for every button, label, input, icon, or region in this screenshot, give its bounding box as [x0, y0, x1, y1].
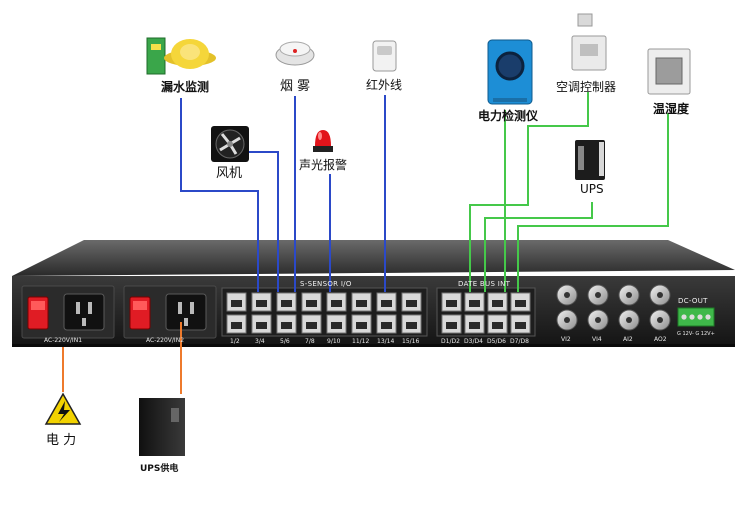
ups-label: UPS: [580, 182, 604, 196]
sensor-port-label: 5/6: [280, 338, 290, 345]
sensor-header-label: S-SENSOR I/O: [300, 280, 352, 288]
sensor-port-label: 1/2: [230, 338, 240, 345]
dc-out-label: DC-OUT: [678, 297, 708, 305]
dc-terminals-label: G 12V- G 12V+: [677, 331, 715, 337]
power-meter-icon: [487, 39, 533, 105]
bus-port-label: D7/D8: [510, 338, 529, 345]
wire-water-leak: [180, 98, 259, 292]
wire-ups-bus: [484, 202, 593, 292]
wire-fan: [249, 151, 279, 292]
high-voltage-icon: [44, 392, 82, 425]
power-socket-1[interactable]: [63, 293, 105, 331]
smoke-detector-icon: [275, 41, 315, 66]
sensor-port-label: 9/10: [327, 338, 341, 345]
ac-in-1-label: AC-220V/IN1: [44, 337, 83, 344]
green-wires: [469, 92, 669, 292]
chassis-top: [12, 240, 735, 276]
temp-humidity-sensor-icon: [647, 48, 691, 95]
wire-ac-controller: [469, 92, 589, 292]
ac-controller-label: 空调控制器: [556, 80, 617, 94]
power-socket-2[interactable]: [165, 293, 207, 331]
power-meter-label: 电力检测仪: [478, 109, 539, 123]
dc-out-terminal: [677, 307, 715, 327]
blue-wires: [180, 95, 386, 292]
analog-port-label: AI2: [623, 336, 633, 343]
sensor-port-label: 13/14: [377, 338, 395, 345]
power-module-1: [21, 285, 115, 339]
ups-supply-icon: [139, 398, 185, 456]
infrared-label: 红外线: [366, 78, 403, 92]
sensor-port-label: 3/4: [255, 338, 265, 345]
water-leak-sensor-icon: [146, 37, 216, 75]
water-leak-label: 漏水监测: [161, 80, 210, 94]
bnc-connectors: [556, 284, 671, 331]
bus-header-label: DATE BUS INT: [458, 280, 511, 288]
sensor-port-block: [221, 287, 428, 337]
analog-port-label: VI2: [561, 336, 571, 343]
ups-unit-icon: [575, 140, 605, 180]
power-label: 电 力: [46, 433, 77, 448]
bus-port-block: [436, 287, 536, 337]
bus-port-label: D1/D2: [441, 338, 460, 345]
bus-port-label: D5/D6: [487, 338, 506, 345]
analog-port-label: AO2: [654, 336, 667, 343]
bus-port-label: D3/D4: [464, 338, 483, 345]
power-module-2: [123, 285, 217, 339]
fan-label: 风机: [216, 166, 243, 181]
alarm-label: 声光报警: [299, 158, 348, 172]
temp-humidity-label: 温湿度: [653, 102, 690, 116]
infrared-sensor-icon: [372, 40, 397, 72]
sensor-port-label: 11/12: [352, 338, 370, 345]
fan-icon: [211, 126, 249, 162]
alarm-beacon-icon: [313, 130, 333, 152]
sensor-port-label: 15/16: [402, 338, 420, 345]
wire-temp-humidity: [517, 113, 669, 292]
sensor-port-label: 7/8: [305, 338, 315, 345]
ups-supply-label: UPS供电: [140, 464, 179, 474]
orange-wires: [62, 322, 182, 394]
ac-in-2-label: AC-220V/IN2: [146, 337, 185, 344]
analog-port-label: VI4: [592, 336, 602, 343]
ac-controller-icon: [571, 13, 607, 71]
smoke-label: 烟 雾: [280, 79, 311, 94]
chassis-bottom-edge: [12, 344, 735, 347]
